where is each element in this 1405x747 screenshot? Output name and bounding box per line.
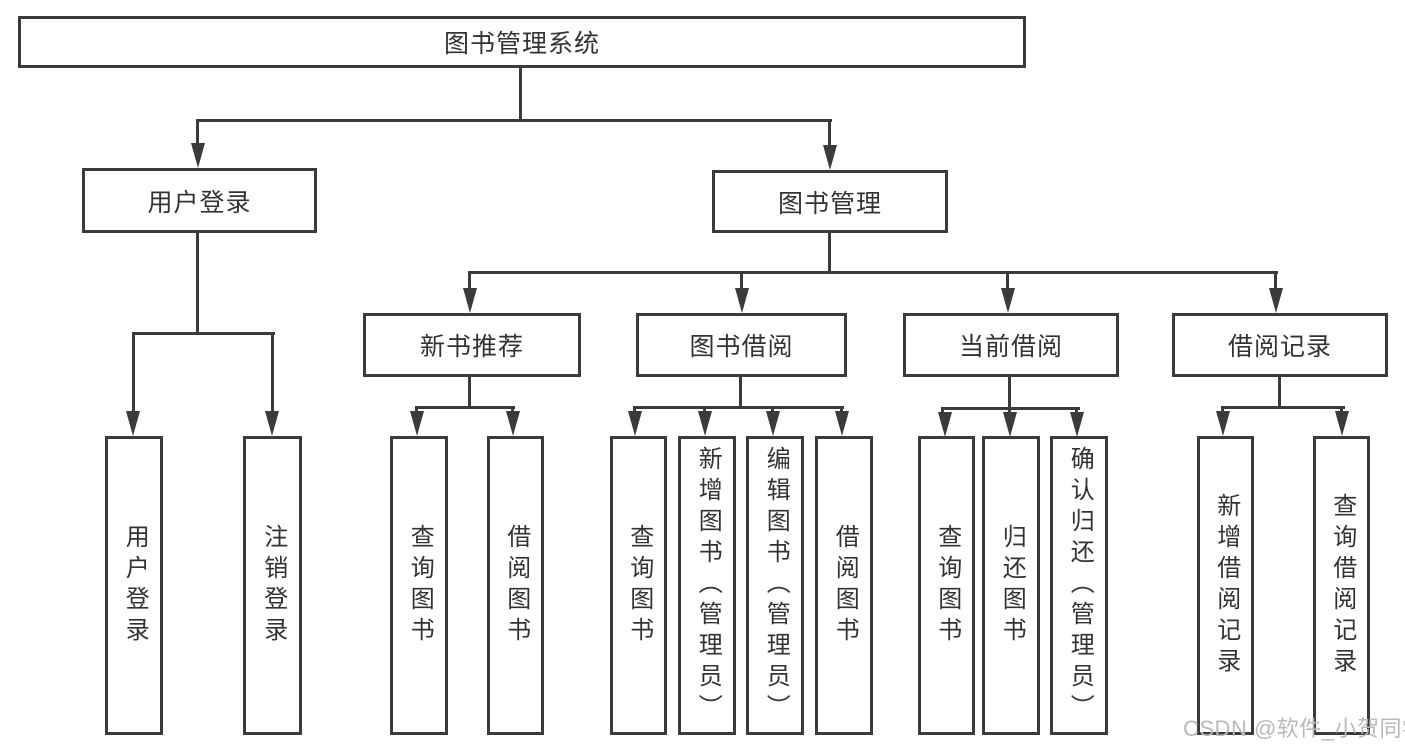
arrow-down-icon (265, 411, 279, 436)
leaf-confirm-return-admin: 确认归还（管理员） (1050, 436, 1108, 735)
connector-line (196, 119, 199, 148)
connector-line (633, 406, 636, 414)
leaf-label: 借阅图书 (831, 523, 859, 648)
leaf-label: 注销登录 (259, 523, 287, 648)
leaf-query-books-borrowing: 查询图书 (610, 436, 667, 735)
connector-line (196, 233, 199, 334)
leaf-label: 查询图书 (933, 523, 961, 648)
connector-line (740, 271, 743, 294)
leaf-label: 查询图书 (406, 523, 434, 648)
connector-line (739, 377, 742, 408)
connector-line (1008, 407, 1011, 415)
connector-line (941, 407, 944, 415)
connector-line (468, 377, 471, 408)
connector-line (703, 406, 706, 414)
arrow-down-icon (823, 145, 837, 170)
connector-line (519, 66, 522, 120)
node-label: 图书借阅 (689, 333, 794, 361)
connector-line (771, 406, 774, 414)
node-label: 图书管理 (777, 189, 882, 218)
connector-line (828, 119, 831, 150)
connector-line (271, 332, 274, 414)
leaf-label: 新增借阅记录 (1212, 492, 1240, 679)
leaf-edit-books-admin: 编辑图书（管理员） (746, 436, 804, 735)
node-library-management-system: 图书管理系统 (18, 16, 1026, 68)
node-book-management: 图书管理 (712, 170, 948, 233)
node-label: 当前借阅 (958, 333, 1063, 361)
csdn-watermark: CSDN @软件_小贺同学 (1183, 716, 1405, 741)
node-borrowing-records: 借阅记录 (1172, 313, 1388, 377)
arrow-down-icon (126, 411, 140, 436)
connector-line (1008, 377, 1011, 408)
arrow-down-icon (410, 411, 424, 436)
connector-line (1221, 406, 1345, 409)
leaf-borrow-books: 借阅图书 (815, 436, 873, 735)
leaf-label: 用户登录 (121, 523, 149, 648)
arrow-down-icon (1269, 288, 1283, 313)
arrow-down-icon (1001, 288, 1015, 313)
connector-line (1221, 406, 1224, 414)
connector-line (1278, 377, 1281, 408)
node-label: 图书管理系统 (443, 30, 600, 58)
arrow-down-icon (1335, 411, 1349, 436)
arrow-down-icon (938, 412, 952, 437)
leaf-logout: 注销登录 (243, 436, 302, 735)
arrow-down-icon (1003, 412, 1017, 437)
arrow-down-icon (506, 411, 520, 436)
arrow-down-icon (1216, 411, 1230, 436)
node-user-login: 用户登录 (82, 168, 317, 233)
node-current-borrowing: 当前借阅 (903, 313, 1119, 377)
arrow-down-icon (835, 411, 849, 436)
leaf-label: 确认归还（管理员） (1066, 446, 1094, 725)
arrow-down-icon (735, 288, 749, 313)
leaf-borrow-books-recommend: 借阅图书 (487, 436, 544, 735)
connector-line (840, 406, 843, 414)
arrow-down-icon (628, 411, 642, 436)
arrow-down-icon (698, 411, 712, 436)
leaf-label: 编辑图书（管理员） (762, 446, 790, 725)
connector-line (1006, 271, 1009, 294)
connector-line (511, 406, 514, 414)
connector-line (132, 332, 275, 335)
leaf-return-books: 归还图书 (982, 436, 1040, 735)
leaf-label: 查询借阅记录 (1328, 492, 1356, 679)
node-book-borrowing: 图书借阅 (636, 313, 847, 377)
leaf-label: 新增图书（管理员） (694, 446, 722, 725)
node-label: 借阅记录 (1227, 333, 1332, 361)
connector-line (1075, 407, 1078, 415)
leaf-add-borrow-record: 新增借阅记录 (1197, 436, 1254, 735)
arrow-down-icon (1070, 412, 1084, 437)
connector-line (828, 233, 831, 273)
leaf-add-books-admin: 新增图书（管理员） (678, 436, 736, 735)
node-label: 用户登录 (147, 188, 252, 217)
connector-line (1340, 406, 1343, 414)
connector-line (468, 271, 471, 294)
connector-line (1274, 271, 1277, 294)
connector-line (469, 271, 1278, 274)
connector-line (633, 406, 844, 409)
arrow-down-icon (766, 411, 780, 436)
leaf-label: 查询图书 (625, 523, 653, 648)
leaf-label: 借阅图书 (502, 523, 530, 648)
leaf-user-login: 用户登录 (105, 436, 163, 735)
connector-line (196, 119, 832, 122)
arrow-down-icon (463, 288, 477, 313)
connector-line (132, 332, 135, 414)
leaf-query-books-current: 查询图书 (918, 436, 975, 735)
node-label: 新书推荐 (419, 333, 524, 361)
connector-line (415, 406, 515, 409)
leaf-label: 归还图书 (998, 523, 1026, 648)
arrow-down-icon (191, 143, 205, 168)
connector-line (415, 406, 418, 414)
node-new-book-recommend: 新书推荐 (363, 313, 581, 377)
leaf-query-books-recommend: 查询图书 (390, 436, 448, 735)
leaf-query-borrow-record: 查询借阅记录 (1313, 436, 1370, 735)
